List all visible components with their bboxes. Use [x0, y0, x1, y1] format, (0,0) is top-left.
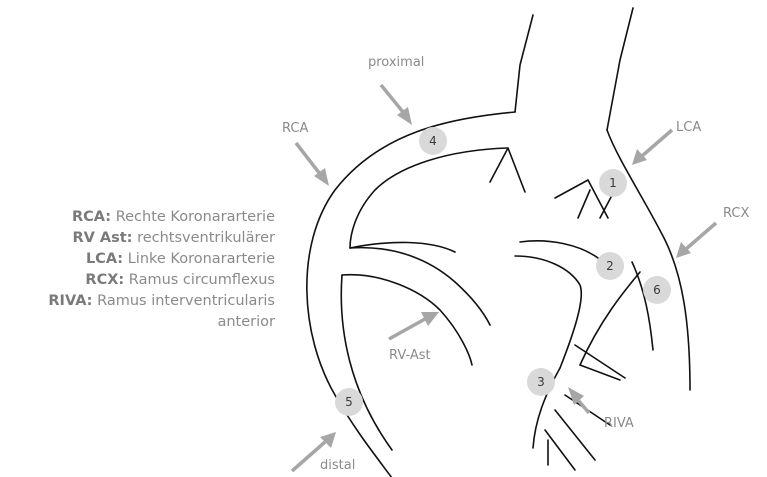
label-rv-ast: RV-Ast — [389, 348, 431, 363]
legend-abbr: RCA: — [72, 209, 111, 225]
legend-abbr: RV Ast: — [72, 230, 132, 246]
marker-5: 5 — [335, 388, 363, 416]
legend-text: Ramus circumflexus — [124, 272, 275, 288]
marker-6-label: 6 — [653, 283, 661, 297]
riva-upper-left — [520, 241, 598, 258]
marker-3-label: 3 — [537, 375, 545, 389]
marker-2-label: 2 — [606, 259, 614, 273]
riva-upper-left-2 — [515, 256, 581, 368]
legend-row-lca: LCA: Linke Koronararterie — [0, 249, 275, 270]
legend-abbr: RCX: — [85, 272, 124, 288]
marker-6: 6 — [643, 276, 671, 304]
legend-row-riva: RIVA: Ramus interventricularis — [0, 291, 275, 312]
marker-5-label: 5 — [345, 395, 353, 409]
rca-side-branch — [490, 148, 525, 192]
label-distal: distal — [320, 458, 355, 473]
riva-lower-2 — [580, 365, 620, 380]
arrow-rca — [296, 143, 329, 186]
legend-abbr: RIVA: — [48, 293, 92, 309]
legend-text: Ramus interventricularis — [92, 293, 275, 309]
arrow-rcx — [676, 223, 716, 258]
lca-branch-1b — [578, 190, 590, 218]
arrow-lca — [632, 130, 672, 165]
legend-row-rv-ast: RV Ast: rechtsventrikulärer — [0, 228, 275, 249]
rca-inner-wall — [350, 148, 507, 248]
legend-text: anterior — [217, 314, 275, 330]
legend-row-rca: RCA: Rechte Koronararterie — [0, 207, 275, 228]
marker-2: 2 — [596, 252, 624, 280]
label-rcx: RCX — [723, 206, 749, 221]
arrow-proximal — [381, 85, 412, 125]
legend-text: Linke Koronararterie — [123, 251, 275, 267]
label-lca: LCA — [676, 120, 701, 135]
legend-text: rechtsventrikulärer — [132, 230, 275, 246]
marker-4: 4 — [419, 127, 447, 155]
legend-text: Rechte Koronararterie — [111, 209, 275, 225]
legend: RCA: Rechte Koronararterie RV Ast: recht… — [0, 207, 275, 333]
legend-row-rcx: RCX: Ramus circumflexus — [0, 270, 275, 291]
marker-1: 1 — [599, 169, 627, 197]
legend-row-riva-cont: anterior — [0, 312, 275, 333]
marker-4-label: 4 — [429, 134, 437, 148]
rcx-branch — [632, 262, 653, 350]
rv-ast-branch-upper — [350, 248, 490, 325]
riva-wall-right — [580, 272, 640, 365]
label-riva: RIVA — [604, 416, 634, 431]
aorta-right-wall — [607, 8, 633, 130]
legend-abbr: LCA: — [86, 251, 123, 267]
label-rca: RCA — [282, 121, 308, 136]
label-proximal: proximal — [368, 55, 424, 70]
marker-3: 3 — [527, 368, 555, 396]
aorta-left-wall — [515, 15, 533, 112]
riva-lower-5 — [545, 430, 575, 470]
rca-inner-lower — [341, 275, 392, 450]
arrow-rv-ast — [389, 312, 439, 339]
marker-1-label: 1 — [609, 176, 617, 190]
